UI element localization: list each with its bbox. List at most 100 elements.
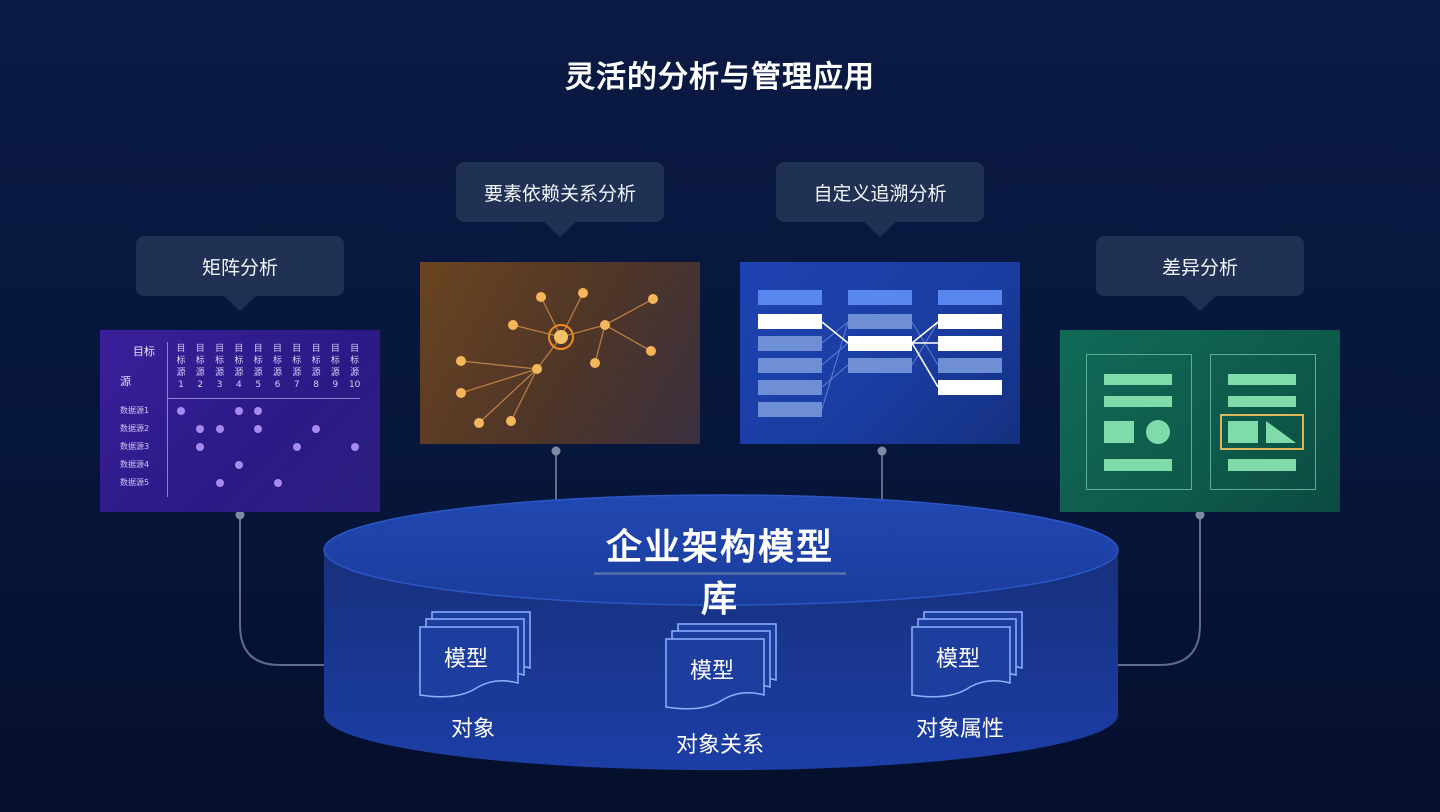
matrix-column-char: 目 — [350, 344, 360, 354]
diff-diagram — [1086, 354, 1316, 490]
matrix-row-label: 数据源3 — [120, 442, 150, 451]
matrix-row-label: 数据源5 — [120, 478, 150, 487]
matrix-column-char: 目 — [253, 344, 263, 354]
bubble-label: 矩阵分析 — [201, 256, 278, 279]
graph-node — [600, 320, 610, 330]
matrix-column-char: 源 — [311, 368, 321, 378]
matrix-column-char: 7 — [293, 380, 300, 390]
matrix-column-char: 标 — [215, 356, 225, 366]
matrix-dot — [292, 443, 301, 451]
matrix-column-char: 6 — [274, 380, 281, 390]
page-title: 灵活的分析与管理应用 — [565, 60, 875, 95]
matrix-row-label: 数据源1 — [120, 406, 150, 415]
bubble-matrix-analysis: 矩阵分析 — [136, 236, 344, 296]
stack-label-relation: 对象关系 — [675, 733, 764, 758]
bubble-dependency-analysis: 要素依赖关系分析 — [456, 162, 664, 222]
stack-label-attribute: 对象属性 — [915, 717, 1004, 742]
graph-node — [508, 320, 518, 330]
matrix-column-char: 目 — [215, 344, 225, 354]
matrix-column-char: 目 — [195, 344, 205, 354]
matrix-column-char: 源 — [292, 368, 302, 378]
matrix-column-char: 源 — [330, 368, 340, 378]
graph-node — [646, 346, 656, 356]
matrix-column-char: 标 — [176, 356, 186, 366]
matrix-dot — [312, 425, 321, 433]
matrix-column-header: 目标源 5 — [250, 343, 266, 391]
connector-dot — [235, 510, 245, 520]
database-title: 企业架构模型库 — [605, 527, 834, 620]
bubble-trace-analysis: 自定义追溯分析 — [776, 162, 984, 222]
dependency-graph — [456, 288, 658, 428]
model-card-label: 模型 — [936, 647, 981, 672]
matrix-row-label: 数据源2 — [120, 424, 150, 433]
matrix-column-char: 标 — [330, 356, 340, 366]
matrix-column-char: 源 — [350, 368, 360, 378]
matrix-rows: 数据源1 数据源2 数据源3 数据源4 数据源5 — [100, 330, 380, 512]
graph-node — [456, 388, 466, 398]
graph-node — [506, 416, 516, 426]
trace-analysis-panel — [740, 262, 1020, 444]
matrix-column-char: 源 — [253, 368, 263, 378]
connector-dot — [1195, 510, 1205, 520]
matrix-column-char: 标 — [311, 356, 321, 366]
bubble-label: 自定义追溯分析 — [813, 182, 947, 205]
model-stack-relation — [665, 623, 777, 710]
matrix-column-char: 目 — [272, 344, 282, 354]
graph-node — [536, 292, 546, 302]
graph-node — [456, 356, 466, 366]
graph-node — [474, 418, 484, 428]
model-stack-object — [419, 611, 531, 698]
matrix-column-char: 目 — [292, 344, 302, 354]
bubble-diff-analysis: 差异分析 — [1096, 236, 1304, 296]
matrix-dot — [215, 425, 224, 433]
bubble-label: 要素依赖关系分析 — [483, 182, 636, 205]
model-card-label: 模型 — [444, 647, 489, 672]
dependency-graph-panel — [420, 262, 700, 444]
matrix-column-char: 5 — [255, 380, 262, 390]
matrix-column-char: 源 — [176, 368, 186, 378]
matrix-dot — [273, 479, 282, 487]
title-underline — [594, 572, 846, 575]
graph-node — [532, 364, 542, 374]
matrix-row-label: 数据源4 — [120, 460, 150, 469]
connector-dot — [877, 446, 887, 456]
model-card-label: 模型 — [690, 659, 735, 684]
matrix-horizontal-divider — [167, 398, 360, 399]
matrix-dot — [215, 479, 224, 487]
graph-center-node — [554, 330, 568, 344]
matrix-dot — [196, 443, 205, 451]
model-stack-attribute — [911, 611, 1023, 698]
matrix-column-char: 源 — [234, 368, 244, 378]
connector-diff — [1116, 515, 1201, 666]
matrix-column-char: 标 — [272, 356, 282, 366]
matrix-column-char: 源 — [195, 368, 205, 378]
matrix-column-char: 标 — [350, 356, 360, 366]
matrix-column-char: 标 — [195, 356, 205, 366]
matrix-column-char: 目 — [330, 344, 340, 354]
matrix-column-char: 标 — [234, 356, 244, 366]
graph-center-ring — [548, 324, 574, 350]
matrix-column-char: 1 — [178, 380, 184, 390]
matrix-dot — [350, 443, 359, 451]
graph-node — [578, 288, 588, 298]
stack-label-object: 对象 — [450, 717, 495, 742]
matrix-dot — [254, 407, 263, 415]
matrix-column-char: 标 — [253, 356, 263, 366]
bubble-label: 差异分析 — [1161, 256, 1238, 279]
matrix-dot — [196, 425, 205, 433]
matrix-column-char: 目 — [234, 344, 244, 354]
trace-diagram — [758, 290, 1002, 417]
matrix-source-header: 源 — [120, 375, 131, 388]
connector-dot — [551, 446, 561, 456]
matrix-dot — [234, 461, 243, 469]
